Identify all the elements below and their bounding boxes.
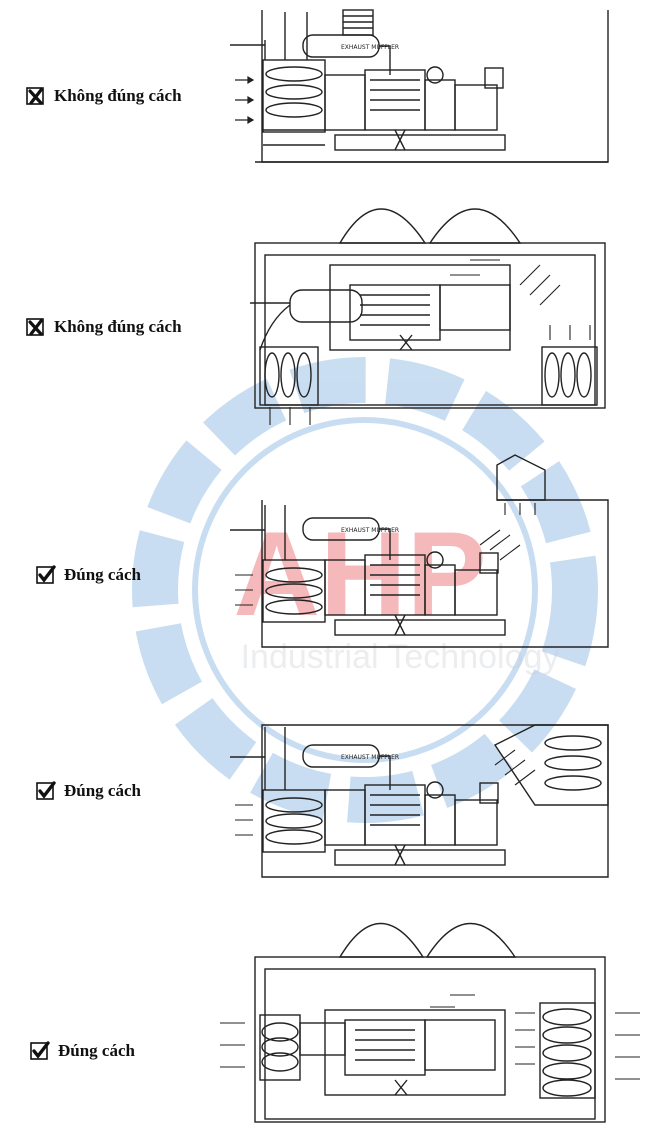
panel-1-wrong: Không đúng cách [0, 0, 664, 175]
panel-5-correct: Đúng cách [0, 895, 664, 1131]
muffler-label: EXHAUST MUFFLER [341, 44, 399, 51]
muffler-label: EXHAUST MUFFLER [341, 527, 399, 534]
check-checkbox-icon [30, 1041, 50, 1061]
panel-label-text: Không đúng cách [54, 86, 182, 105]
generator-room-drawing: EXHAUST MUFFLER [230, 454, 609, 648]
panel-label-text: Đúng cách [64, 781, 141, 800]
check-checkbox-icon [36, 781, 56, 801]
panel-label-text: Đúng cách [58, 1041, 135, 1060]
panel-label-text: Đúng cách [64, 565, 141, 584]
panel-3-correct: Đúng cách [0, 435, 664, 665]
panel-label: Không đúng cách [26, 86, 182, 106]
generator-room-drawing: EXHAUST MUFFLER [230, 724, 609, 878]
muffler-label: EXHAUST MUFFLER [341, 754, 399, 761]
generator-room-drawing [220, 922, 640, 1123]
panel-label: Không đúng cách [26, 317, 182, 337]
panel-label: Đúng cách [30, 1041, 135, 1061]
x-checkbox-icon [26, 86, 46, 106]
generator-room-drawing: EXHAUST MUFFLER [230, 9, 609, 163]
panel-4-correct: Đúng cách [0, 665, 664, 895]
panel-label-text: Không đúng cách [54, 317, 182, 336]
panel-label: Đúng cách [36, 781, 141, 801]
panel-label: Đúng cách [36, 565, 141, 585]
panel-2-wrong: Không đúng cách [0, 175, 664, 435]
check-checkbox-icon [36, 565, 56, 585]
x-checkbox-icon [26, 317, 46, 337]
generator-room-drawing [250, 208, 606, 425]
